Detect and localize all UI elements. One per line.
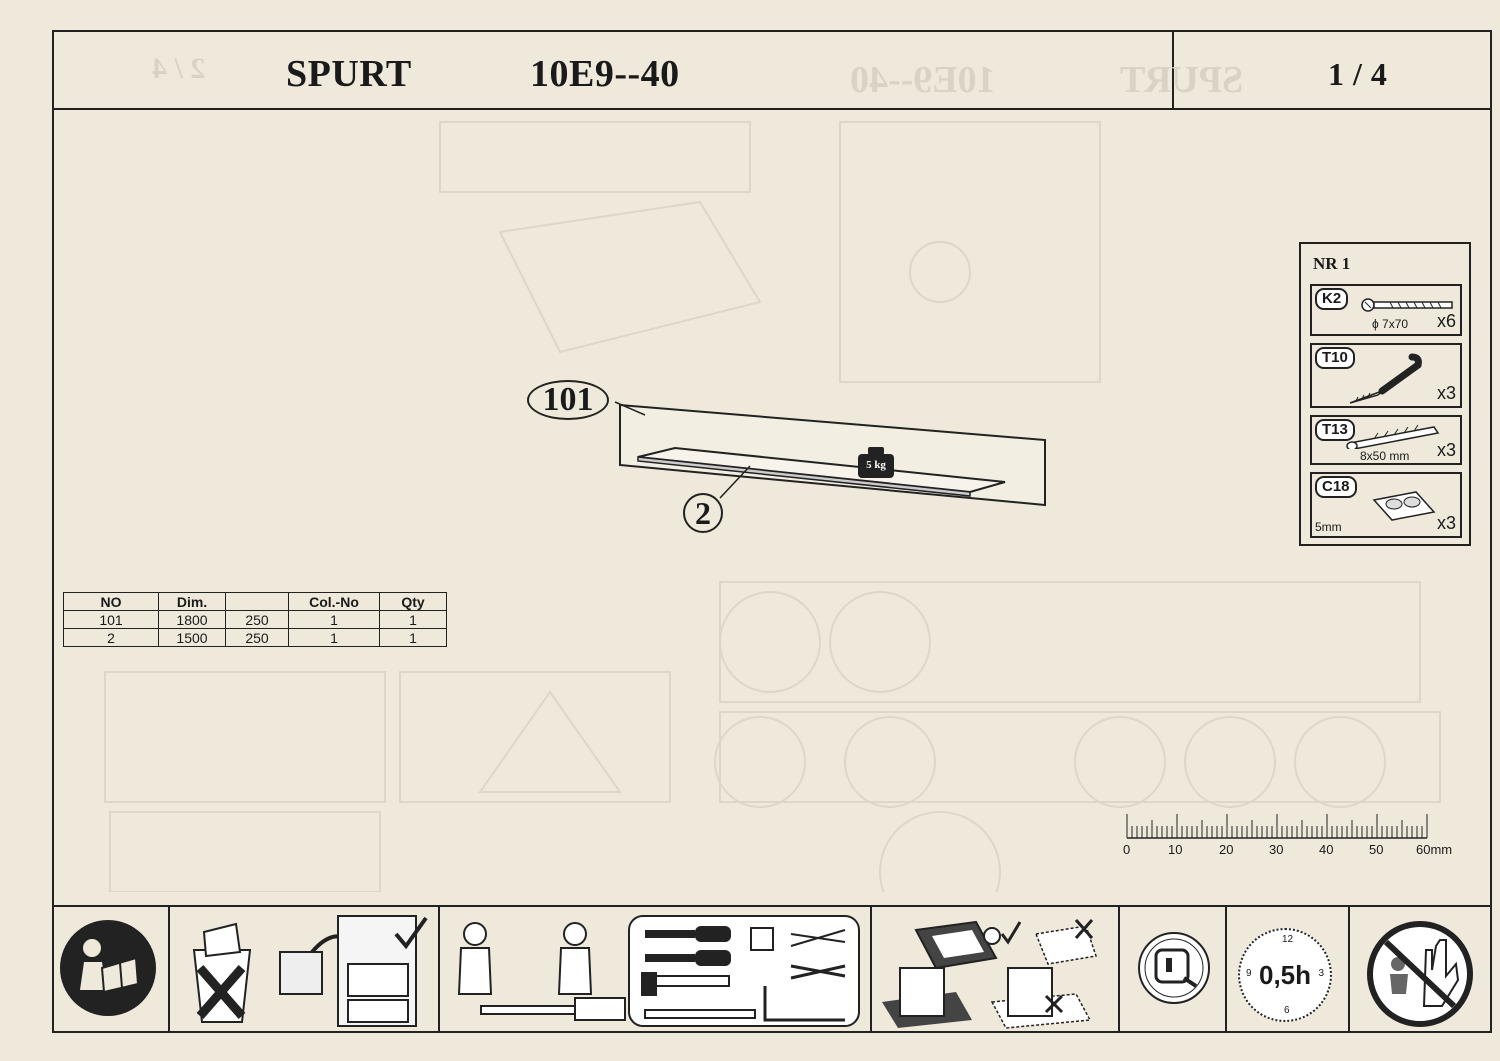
fitting-item-c18: C18 5mm x3 [1310, 472, 1462, 538]
table-cell: 250 [225, 628, 289, 647]
part-2-callout: 2 [683, 493, 723, 533]
fitting-code: K2 [1315, 288, 1349, 310]
fitting-code: T10 [1315, 347, 1355, 369]
table-cell: 1500 [158, 628, 226, 647]
clock-number-12: 12 [1282, 934, 1294, 945]
assembly-time-label: 0,5h [1258, 960, 1312, 990]
clock-number-9: 9 [1246, 968, 1252, 979]
two-persons-icon [457, 922, 626, 1021]
table-row: 2 1500 250 1 1 [63, 628, 447, 647]
bleed-through-sketches [104, 121, 1441, 892]
weight-icon [858, 454, 894, 478]
ruler-label: 60mm [1416, 842, 1453, 857]
product-code: 10E9--40 [530, 53, 680, 95]
table-cell: 101 [63, 610, 159, 629]
ruler-label: 0 [1123, 842, 1131, 857]
table-cell: 1800 [158, 610, 226, 629]
part-101-callout: 101 [527, 380, 609, 420]
table-row: 101 1800 250 1 1 [63, 610, 447, 629]
parts-table: NO Dim. Col.-No Qty 101 1800 250 1 1 2 1… [63, 592, 447, 647]
read-instructions-icon [60, 920, 156, 1016]
col-header-no: NO [63, 592, 159, 611]
col-header-blank [225, 592, 289, 611]
fittings-box: NR 1 K2 ϕ 7x70 x6 T10 x3 T13 8x50 mm x3 [1299, 242, 1471, 546]
fitting-qty: x3 [1436, 383, 1456, 403]
col-header-qty: Qty [379, 592, 447, 611]
mm-ruler: 0 10 20 30 40 50 60mm [1120, 812, 1470, 862]
assembly-drawing [614, 401, 1046, 507]
fitting-dim: 5mm [1315, 520, 1342, 534]
clock-number-6: 6 [1284, 1005, 1290, 1016]
fitting-code: T13 [1315, 419, 1355, 441]
ruler-label: 10 [1168, 842, 1183, 857]
table-cell: 2 [63, 628, 159, 647]
two-persons-tools-icon [457, 915, 860, 1027]
fitting-item-t13: T13 8x50 mm x3 [1310, 415, 1462, 465]
ruler-label: 40 [1319, 842, 1334, 857]
tools-required-icon [628, 915, 860, 1027]
product-name: SPURT [286, 53, 412, 95]
table-cell: 1 [379, 628, 447, 647]
pictogram-strip [52, 905, 1492, 1033]
header-bar [52, 30, 1492, 110]
fittings-title: NR 1 [1313, 254, 1351, 273]
fitting-qty: x3 [1436, 513, 1456, 533]
fitting-item-t10: T10 x3 [1310, 343, 1462, 408]
assemble-on-soft-surface-icon [882, 919, 1097, 1029]
no-children-icon [1367, 921, 1473, 1027]
instruction-sheet-frame [52, 30, 1492, 1033]
table-cell: 1 [288, 610, 380, 629]
measuring-tape-icon [1138, 932, 1210, 1004]
page-indicator: 1 / 4 [1328, 56, 1388, 92]
fitting-qty: x3 [1436, 440, 1456, 460]
fitting-code: C18 [1315, 476, 1357, 498]
table-cell: 1 [379, 610, 447, 629]
keep-instructions-icon [192, 915, 428, 1027]
col-header-dim: Dim. [158, 592, 226, 611]
table-cell: 250 [225, 610, 289, 629]
col-header-col-no: Col.-No [288, 592, 380, 611]
weight-label: 5 kg [866, 459, 886, 471]
hook-screw-icon [1349, 353, 1422, 404]
bumper-pad-icon [1372, 491, 1436, 521]
table-header-row: NO Dim. Col.-No Qty [63, 592, 447, 611]
wall-plug-icon [1346, 424, 1440, 449]
ghost-product-name: SPURT [1120, 59, 1244, 101]
screw-icon [1361, 298, 1453, 312]
fitting-item-k2: K2 ϕ 7x70 x6 [1310, 284, 1462, 336]
assembly-time-icon: 12 3 6 9 0,5h [1238, 928, 1332, 1022]
ruler-label: 20 [1219, 842, 1234, 857]
ghost-page-indicator: 2 / 4 [152, 52, 206, 85]
ruler-label: 30 [1269, 842, 1284, 857]
clock-number-3: 3 [1318, 968, 1324, 979]
ruler-ticks [1126, 814, 1428, 839]
ghost-product-code: 10E9--40 [850, 59, 996, 101]
table-cell: 1 [288, 628, 380, 647]
fitting-qty: x6 [1436, 311, 1456, 331]
ruler-label: 50 [1369, 842, 1384, 857]
fitting-dim: ϕ 7x70 [1372, 317, 1409, 331]
header-divider [1172, 30, 1174, 110]
fitting-dim: 8x50 mm [1360, 449, 1410, 463]
